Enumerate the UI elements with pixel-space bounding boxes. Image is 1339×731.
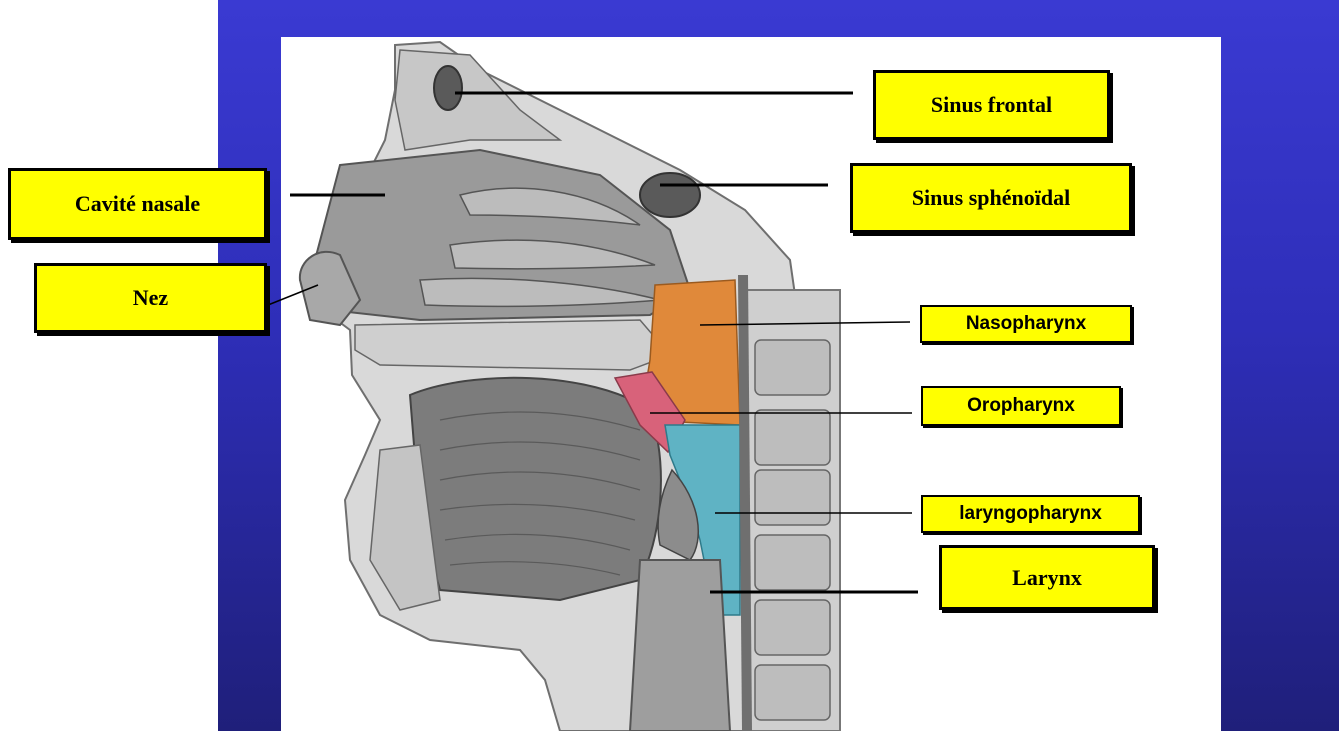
label-cavite-nasale: Cavité nasale	[8, 168, 267, 240]
label-laryngopharynx: laryngopharynx	[921, 495, 1140, 533]
label-sinus-sphenoidal: Sinus sphénoïdal	[850, 163, 1132, 233]
label-larynx: Larynx	[939, 545, 1155, 610]
label-oropharynx: Oropharynx	[921, 386, 1121, 426]
leader-nez	[268, 285, 318, 305]
label-nasopharynx: Nasopharynx	[920, 305, 1132, 343]
label-sinus-frontal: Sinus frontal	[873, 70, 1110, 140]
label-nez: Nez	[34, 263, 267, 333]
leader-nasopharynx	[700, 322, 910, 325]
